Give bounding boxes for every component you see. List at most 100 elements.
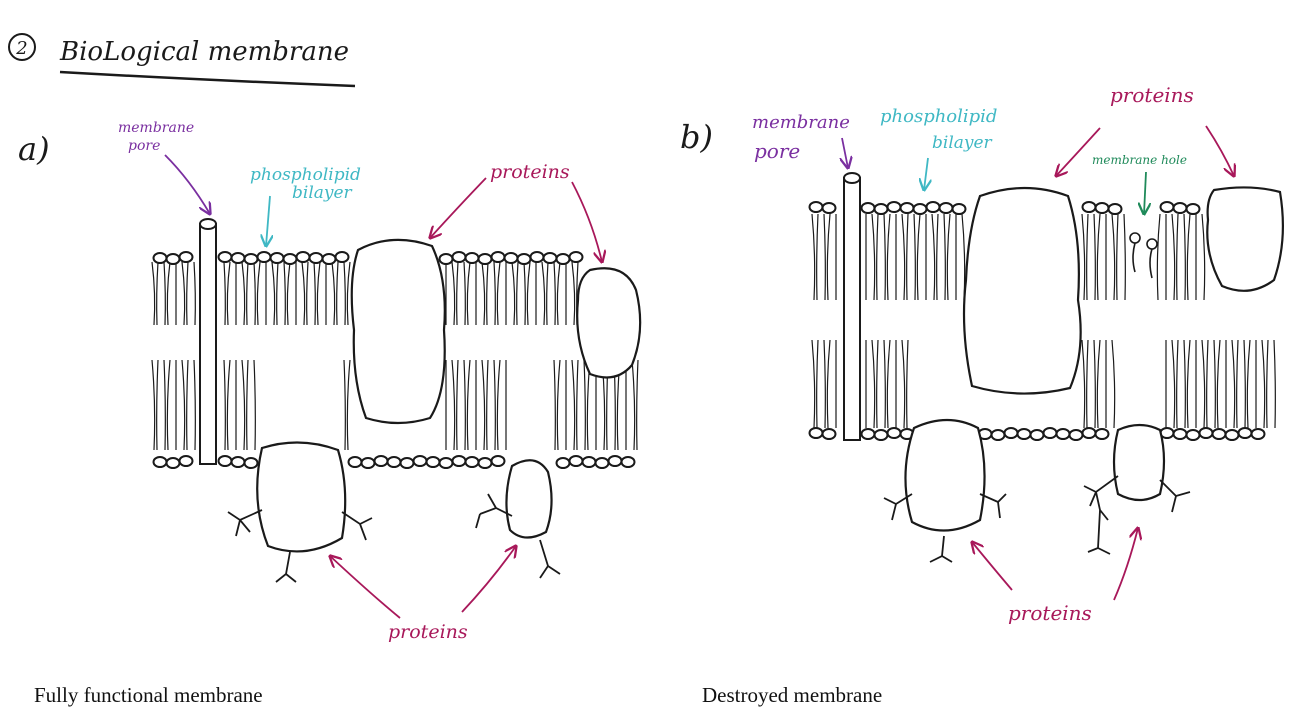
lipid-tail (557, 262, 560, 325)
lipid-tail (884, 214, 885, 300)
lipid-tail (1177, 340, 1178, 428)
panel-b-detached-lipids (1130, 233, 1157, 278)
lipid-tail (637, 360, 638, 450)
lipid-tail (242, 360, 245, 450)
lipid-head (1226, 430, 1239, 440)
lipid-head (1200, 428, 1213, 438)
lipid-head (232, 253, 245, 263)
lipid-tail (1262, 340, 1265, 428)
lipid-tail (937, 214, 938, 300)
lipid-tail (554, 360, 555, 450)
panel-b-protein-transmembrane (964, 188, 1081, 394)
lipid-head (336, 252, 349, 262)
lipid-tail (464, 262, 465, 325)
lipid-head (823, 203, 836, 213)
lipid-tail (182, 360, 185, 450)
lipid-tail (827, 214, 830, 300)
lipid-head (1031, 430, 1044, 440)
lipid-head (453, 252, 466, 262)
panel-b-protein-bottom-right (1114, 425, 1164, 500)
lipid-tail (482, 262, 485, 325)
lipid-head (388, 457, 401, 467)
lipid-tail (247, 262, 248, 325)
panel-a: a) membrane pore phospholipid (18, 120, 640, 643)
panel-a-proteins-bottom-label: proteins (388, 621, 468, 643)
lipid-head (1096, 429, 1109, 439)
lipid-tail (157, 262, 158, 325)
lipid-head (362, 458, 375, 468)
lipid-head (310, 253, 323, 263)
lipid-tail (277, 262, 278, 325)
lipid-tail (872, 340, 875, 428)
lipid-head (1018, 429, 1031, 439)
lipid-head (271, 253, 284, 263)
lipid-tail (152, 360, 155, 450)
lipid-head (570, 252, 583, 262)
lipid-head (245, 458, 258, 468)
lipid-tail (512, 262, 515, 325)
lipid-head (992, 430, 1005, 440)
lipid-head (583, 457, 596, 467)
lipid-tail (1117, 214, 1118, 300)
lipid-head (466, 457, 479, 467)
lipid-tail (317, 262, 320, 325)
lipid-head (427, 457, 440, 467)
lipid-head (862, 203, 875, 213)
lipid-head (1096, 203, 1109, 213)
lipid-tail (1247, 340, 1250, 428)
lipid-head (810, 202, 823, 212)
lipid-head (557, 254, 570, 264)
panel-a-membrane-pore (200, 219, 216, 464)
lipid-tail (157, 360, 158, 450)
title: 2 BioLogical membrane (9, 34, 355, 86)
lipid-tail (452, 262, 455, 325)
lipid-tail (1237, 340, 1238, 428)
lipid-tail (152, 262, 155, 325)
lipid-tail (872, 214, 875, 300)
lipid-tail (347, 360, 350, 450)
panel-b: b) membrane pore (680, 83, 1283, 625)
lipid-tail (1217, 340, 1220, 428)
panel-a-letter: a) (18, 130, 50, 168)
lipid-head (823, 429, 836, 439)
lipid-tail (344, 262, 345, 325)
lipid-tail (824, 214, 825, 300)
lipid-tail (467, 360, 470, 450)
lipid-tail (1184, 340, 1185, 428)
lipid-tail (907, 214, 908, 300)
panel-b-letter: b) (680, 118, 713, 156)
lipid-tail (164, 262, 165, 325)
lipid-tail (812, 340, 815, 428)
lipid-tail (1087, 214, 1088, 300)
lipid-tail (1124, 214, 1125, 300)
lipid-tail (467, 262, 470, 325)
lipid-tail (542, 262, 545, 325)
lipid-tail (494, 360, 495, 450)
lipid-tail (464, 360, 465, 450)
lipid-head (1057, 429, 1070, 439)
lipid-tail (347, 262, 350, 325)
lipid-head (609, 456, 622, 466)
panel-a-caption: Fully functional membrane (34, 683, 263, 708)
lipid-tail (1157, 214, 1160, 300)
lipid-tail (254, 360, 255, 450)
lipid-tail (902, 214, 905, 300)
lipid-tail (887, 340, 890, 428)
panel-a-pore-label-1: membrane (118, 120, 194, 136)
lipid-tail (1184, 214, 1185, 300)
lipid-tail (1202, 340, 1205, 428)
lipid-head (1005, 428, 1018, 438)
lipid-head (1187, 430, 1200, 440)
lipid-tail (812, 214, 815, 300)
lipid-head (940, 203, 953, 213)
lipid-head (914, 204, 927, 214)
lipid-tail (557, 360, 560, 450)
lipid-tail (167, 262, 170, 325)
lipid-tail (302, 262, 305, 325)
lipid-tail (457, 262, 458, 325)
lipid-head (505, 253, 518, 263)
lipid-head (1239, 428, 1252, 438)
panel-a-protein-right (577, 268, 640, 377)
lipid-head (219, 252, 232, 262)
